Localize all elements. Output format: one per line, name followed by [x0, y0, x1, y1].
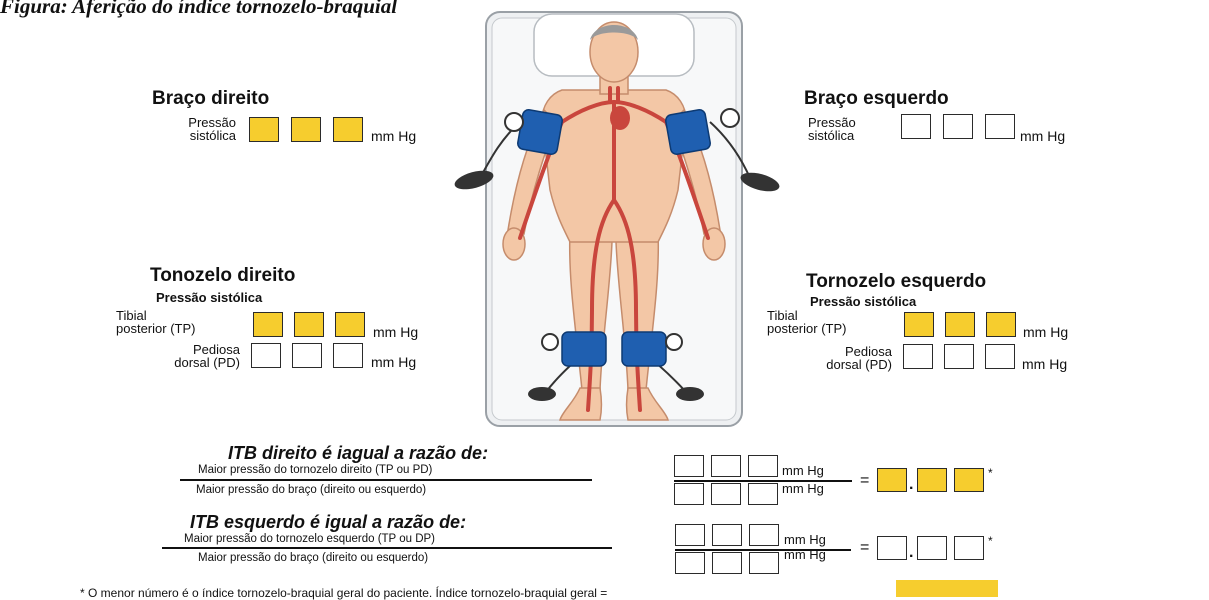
itb-right-equals: = — [860, 472, 869, 490]
right-ankle-title: Tonozelo direito — [150, 265, 295, 287]
right-ankle-tp-label: Tibial posterior (TP) — [116, 309, 195, 335]
itb-left-result-digit-1[interactable] — [877, 536, 907, 560]
itb-right-result-digit-1[interactable] — [877, 468, 907, 492]
left-ankle-pd-unit: mm Hg — [1022, 356, 1067, 372]
itb-right-fraction-line — [180, 479, 592, 481]
itb-left-result-digit-2[interactable] — [917, 536, 947, 560]
left-arm-digit-3[interactable] — [985, 114, 1015, 139]
figure-title: Figura: Aferição do índice tornozelo-bra… — [0, 0, 397, 19]
left-ankle-tp-unit: mm Hg — [1023, 324, 1068, 340]
right-arm-unit: mm Hg — [371, 128, 416, 144]
right-ankle-tp-line2: posterior (TP) — [116, 322, 195, 335]
itb-left-result-digit-3[interactable] — [954, 536, 984, 560]
right-ankle-pd-label: Pediosa dorsal (PD) — [130, 343, 240, 369]
left-ankle-tp-label: Tibial posterior (TP) — [767, 309, 846, 335]
itb-right-result-digit-2[interactable] — [917, 468, 947, 492]
itb-right-decimal: . — [909, 476, 913, 494]
right-arm-title: Braço direito — [152, 88, 269, 110]
itb-right-num-digit-3[interactable] — [748, 455, 778, 477]
itb-right-num-digit-1[interactable] — [674, 455, 704, 477]
right-ankle-tp-digit-2[interactable] — [294, 312, 324, 337]
left-arm-gauge — [721, 109, 739, 127]
itb-right-numerator: Maior pressão do tornozelo direito (TP o… — [198, 464, 432, 476]
right-ankle-gauge — [542, 334, 558, 350]
itb-right-denominator: Maior pressão do braço (direito ou esque… — [196, 484, 426, 496]
itb-left-num-digit-2[interactable] — [712, 524, 742, 546]
left-ankle-tp-line2: posterior (TP) — [767, 322, 846, 335]
left-arm-bulb — [739, 169, 780, 195]
left-ankle-gauge — [666, 334, 682, 350]
left-ankle-tp-digit-3[interactable] — [986, 312, 1016, 337]
right-ankle-tp-digit-3[interactable] — [335, 312, 365, 337]
overall-abi-field[interactable] — [896, 580, 998, 597]
itb-left-num-digit-3[interactable] — [749, 524, 779, 546]
left-leg-bulb — [676, 387, 704, 401]
itb-left-den-digit-3[interactable] — [749, 552, 779, 574]
itb-left-asterisk: * — [988, 534, 993, 548]
right-ankle-tp-unit: mm Hg — [373, 324, 418, 340]
right-arm-label: Pressão sistólica — [150, 116, 236, 142]
left-arm-label: Pressão sistólica — [808, 116, 856, 142]
left-arm-digit-1[interactable] — [901, 114, 931, 139]
left-ankle-tp-digit-1[interactable] — [904, 312, 934, 337]
itb-left-title: ITB esquerdo é igual a razão de: — [190, 512, 466, 533]
right-leg-bulb — [528, 387, 556, 401]
itb-left-num-unit: mm Hg — [784, 532, 826, 547]
left-arm-cuff — [665, 109, 711, 155]
right-arm-label-line2: sistólica — [150, 129, 236, 142]
right-ankle-tp-digit-1[interactable] — [253, 312, 283, 337]
left-ankle-subtitle: Pressão sistólica — [810, 294, 916, 309]
left-ankle-pd-digit-1[interactable] — [903, 344, 933, 369]
itb-right-box-fraction-line — [674, 480, 852, 482]
itb-right-den-digit-3[interactable] — [748, 483, 778, 505]
right-arm-gauge — [505, 113, 523, 131]
left-arm-title: Braço esquerdo — [804, 88, 949, 110]
left-ankle-pd-label: Pediosa dorsal (PD) — [780, 345, 892, 371]
patient-illustration — [450, 10, 780, 430]
itb-left-decimal: . — [909, 544, 913, 562]
right-ankle-subtitle: Pressão sistólica — [156, 290, 262, 305]
right-ankle-pd-unit: mm Hg — [371, 354, 416, 370]
itb-left-num-digit-1[interactable] — [675, 524, 705, 546]
left-ankle-title: Tornozelo esquerdo — [806, 271, 986, 293]
left-ankle-tp-digit-2[interactable] — [945, 312, 975, 337]
left-arm-label-line2: sistólica — [808, 129, 856, 142]
itb-right-den-unit: mm Hg — [782, 481, 824, 496]
right-arm-cuff — [517, 109, 563, 155]
right-ankle-pd-digit-1[interactable] — [251, 343, 281, 368]
left-arm-digit-2[interactable] — [943, 114, 973, 139]
right-ankle-pd-digit-2[interactable] — [292, 343, 322, 368]
left-ankle-pd-line2: dorsal (PD) — [780, 358, 892, 371]
right-ankle-pd-digit-3[interactable] — [333, 343, 363, 368]
right-arm-digit-3[interactable] — [333, 117, 363, 142]
itb-left-fraction-line — [162, 547, 612, 549]
itb-right-den-digit-2[interactable] — [711, 483, 741, 505]
right-arm-digit-2[interactable] — [291, 117, 321, 142]
left-arm-unit: mm Hg — [1020, 128, 1065, 144]
itb-right-title: ITB direito é iagual a razão de: — [228, 443, 488, 464]
itb-right-num-unit: mm Hg — [782, 463, 824, 478]
itb-right-den-digit-1[interactable] — [674, 483, 704, 505]
itb-left-den-digit-2[interactable] — [712, 552, 742, 574]
itb-left-denominator: Maior pressão do braço (direito ou esque… — [198, 552, 428, 564]
left-ankle-cuff — [622, 332, 666, 366]
itb-left-equals: = — [860, 539, 869, 557]
right-ankle-pd-line2: dorsal (PD) — [130, 356, 240, 369]
itb-right-num-digit-2[interactable] — [711, 455, 741, 477]
itb-right-result-digit-3[interactable] — [954, 468, 984, 492]
itb-left-den-digit-1[interactable] — [675, 552, 705, 574]
itb-right-asterisk: * — [988, 466, 993, 480]
footnote-text: * O menor número é o índice tornozelo-br… — [80, 586, 607, 600]
itb-left-numerator: Maior pressão do tornozelo esquerdo (TP … — [184, 533, 435, 545]
right-ankle-cuff — [562, 332, 606, 366]
itb-left-den-unit: mm Hg — [784, 547, 826, 562]
right-arm-digit-1[interactable] — [249, 117, 279, 142]
left-ankle-pd-digit-3[interactable] — [985, 344, 1015, 369]
left-ankle-pd-digit-2[interactable] — [944, 344, 974, 369]
